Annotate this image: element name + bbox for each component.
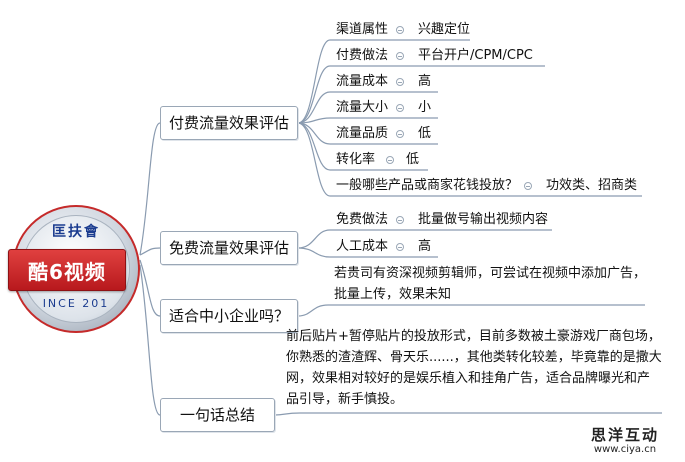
sme-fit-text: 若贵司有资深视频剪辑师，可尝试在视频中添加广告，批量上传，效果未知	[334, 266, 647, 302]
leaf-value: 高	[418, 239, 432, 254]
leaf-label: 付费做法	[336, 48, 389, 63]
collapse-bullet-icon	[396, 52, 404, 60]
collapse-bullet-icon	[396, 243, 404, 251]
collapse-bullet-icon	[396, 216, 404, 224]
summary-text: 前后贴片+暂停贴片的投放形式，目前多数被土豪游戏厂商包场，你熟悉的渣渣辉、骨天乐…	[286, 329, 662, 407]
branch-free-traffic: 免费流量效果评估	[160, 231, 298, 265]
branch-sme-fit: 适合中小企业吗？	[160, 299, 298, 333]
leaf-value: 低	[406, 152, 420, 167]
leaf-value: 批量做号输出视频内容	[418, 212, 549, 227]
branch-paid-traffic: 付费流量效果评估	[160, 106, 298, 140]
leaf-value: 功效类、招商类	[546, 178, 638, 193]
watermark-name: 思洋互动	[590, 426, 659, 444]
leaf-value: 平台开户/CPM/CPC	[418, 48, 533, 63]
leaf-value: 高	[418, 74, 432, 89]
leaf-label: 免费做法	[336, 212, 389, 227]
watermark-url: www.ciya.cn	[593, 444, 657, 455]
collapse-bullet-icon	[396, 104, 404, 112]
leaf-label: 流量成本	[336, 74, 389, 89]
seal-bottom-text: INCE 201	[42, 297, 110, 310]
collapse-bullet-icon	[396, 26, 404, 34]
watermark-logo: 思洋互动 www.ciya.cn	[570, 426, 680, 456]
leaf-label: 流量品质	[336, 126, 389, 141]
leaf-value: 低	[418, 126, 432, 141]
leaf-label: 渠道属性	[336, 22, 389, 37]
central-logo: 匡扶會 INCE 201 酷6视频	[8, 205, 140, 333]
collapse-bullet-icon	[396, 130, 404, 138]
leaf-label: 转化率	[336, 152, 376, 167]
collapse-bullet-icon	[524, 182, 532, 190]
leaf-label: 流量大小	[336, 100, 389, 115]
collapse-bullet-icon	[386, 156, 394, 164]
leaf-value: 小	[418, 100, 432, 115]
leaf-label: 人工成本	[336, 239, 389, 254]
leaf-value: 兴趣定位	[418, 22, 471, 37]
central-topic: 酷6视频	[8, 249, 126, 291]
branch-summary: 一句话总结	[160, 398, 275, 432]
collapse-bullet-icon	[396, 78, 404, 86]
leaf-label: 一般哪些产品或商家花钱投放？	[336, 178, 519, 193]
seal-top-text: 匡扶會	[52, 224, 100, 240]
